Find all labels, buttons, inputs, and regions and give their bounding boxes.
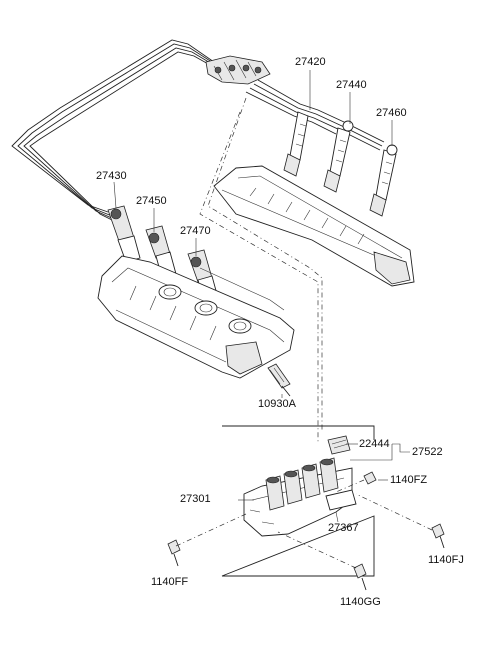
label-27450: 27450 — [136, 195, 167, 207]
engine-cover-right — [213, 165, 415, 287]
ignition-wire-loom — [11, 39, 385, 225]
label-27460: 27460 — [376, 107, 407, 119]
label-27420: 27420 — [295, 56, 326, 68]
label-1140FJ: 1140FJ — [428, 554, 464, 566]
label-1140FZ: 1140FZ — [390, 474, 428, 486]
bolt-1140FZ — [335, 471, 377, 493]
dashdot-guide-2 — [199, 111, 319, 442]
label-1140FF: 1140FF — [151, 576, 189, 588]
dashdot-guide-1 — [207, 97, 323, 430]
leader-27430 — [113, 181, 117, 209]
wire-clamp — [205, 55, 271, 85]
cylinder-head-cover-left — [97, 255, 295, 379]
ignition-coil-pack — [243, 435, 357, 537]
label-27430: 27430 — [96, 170, 127, 182]
bolt-1140GG — [277, 531, 367, 591]
label-10930A: 10930A — [258, 398, 296, 410]
label-22444: 22444 — [359, 438, 390, 450]
spark-plug — [267, 363, 291, 397]
coil-assembly-box — [221, 425, 375, 577]
bolt-1140FJ — [355, 493, 445, 549]
bolt-1140FF — [167, 513, 247, 567]
spark-plug-boot-upper — [283, 111, 398, 217]
leader-27522 — [392, 443, 410, 453]
label-27522: 27522 — [412, 446, 443, 458]
leader-27522-b — [350, 444, 393, 461]
leader-27367 — [335, 511, 339, 523]
label-27367: 27367 — [328, 522, 359, 534]
label-27440: 27440 — [336, 79, 367, 91]
label-27301: 27301 — [180, 493, 211, 505]
label-1140GG: 1140GG — [340, 596, 381, 608]
label-27470: 27470 — [180, 225, 211, 237]
